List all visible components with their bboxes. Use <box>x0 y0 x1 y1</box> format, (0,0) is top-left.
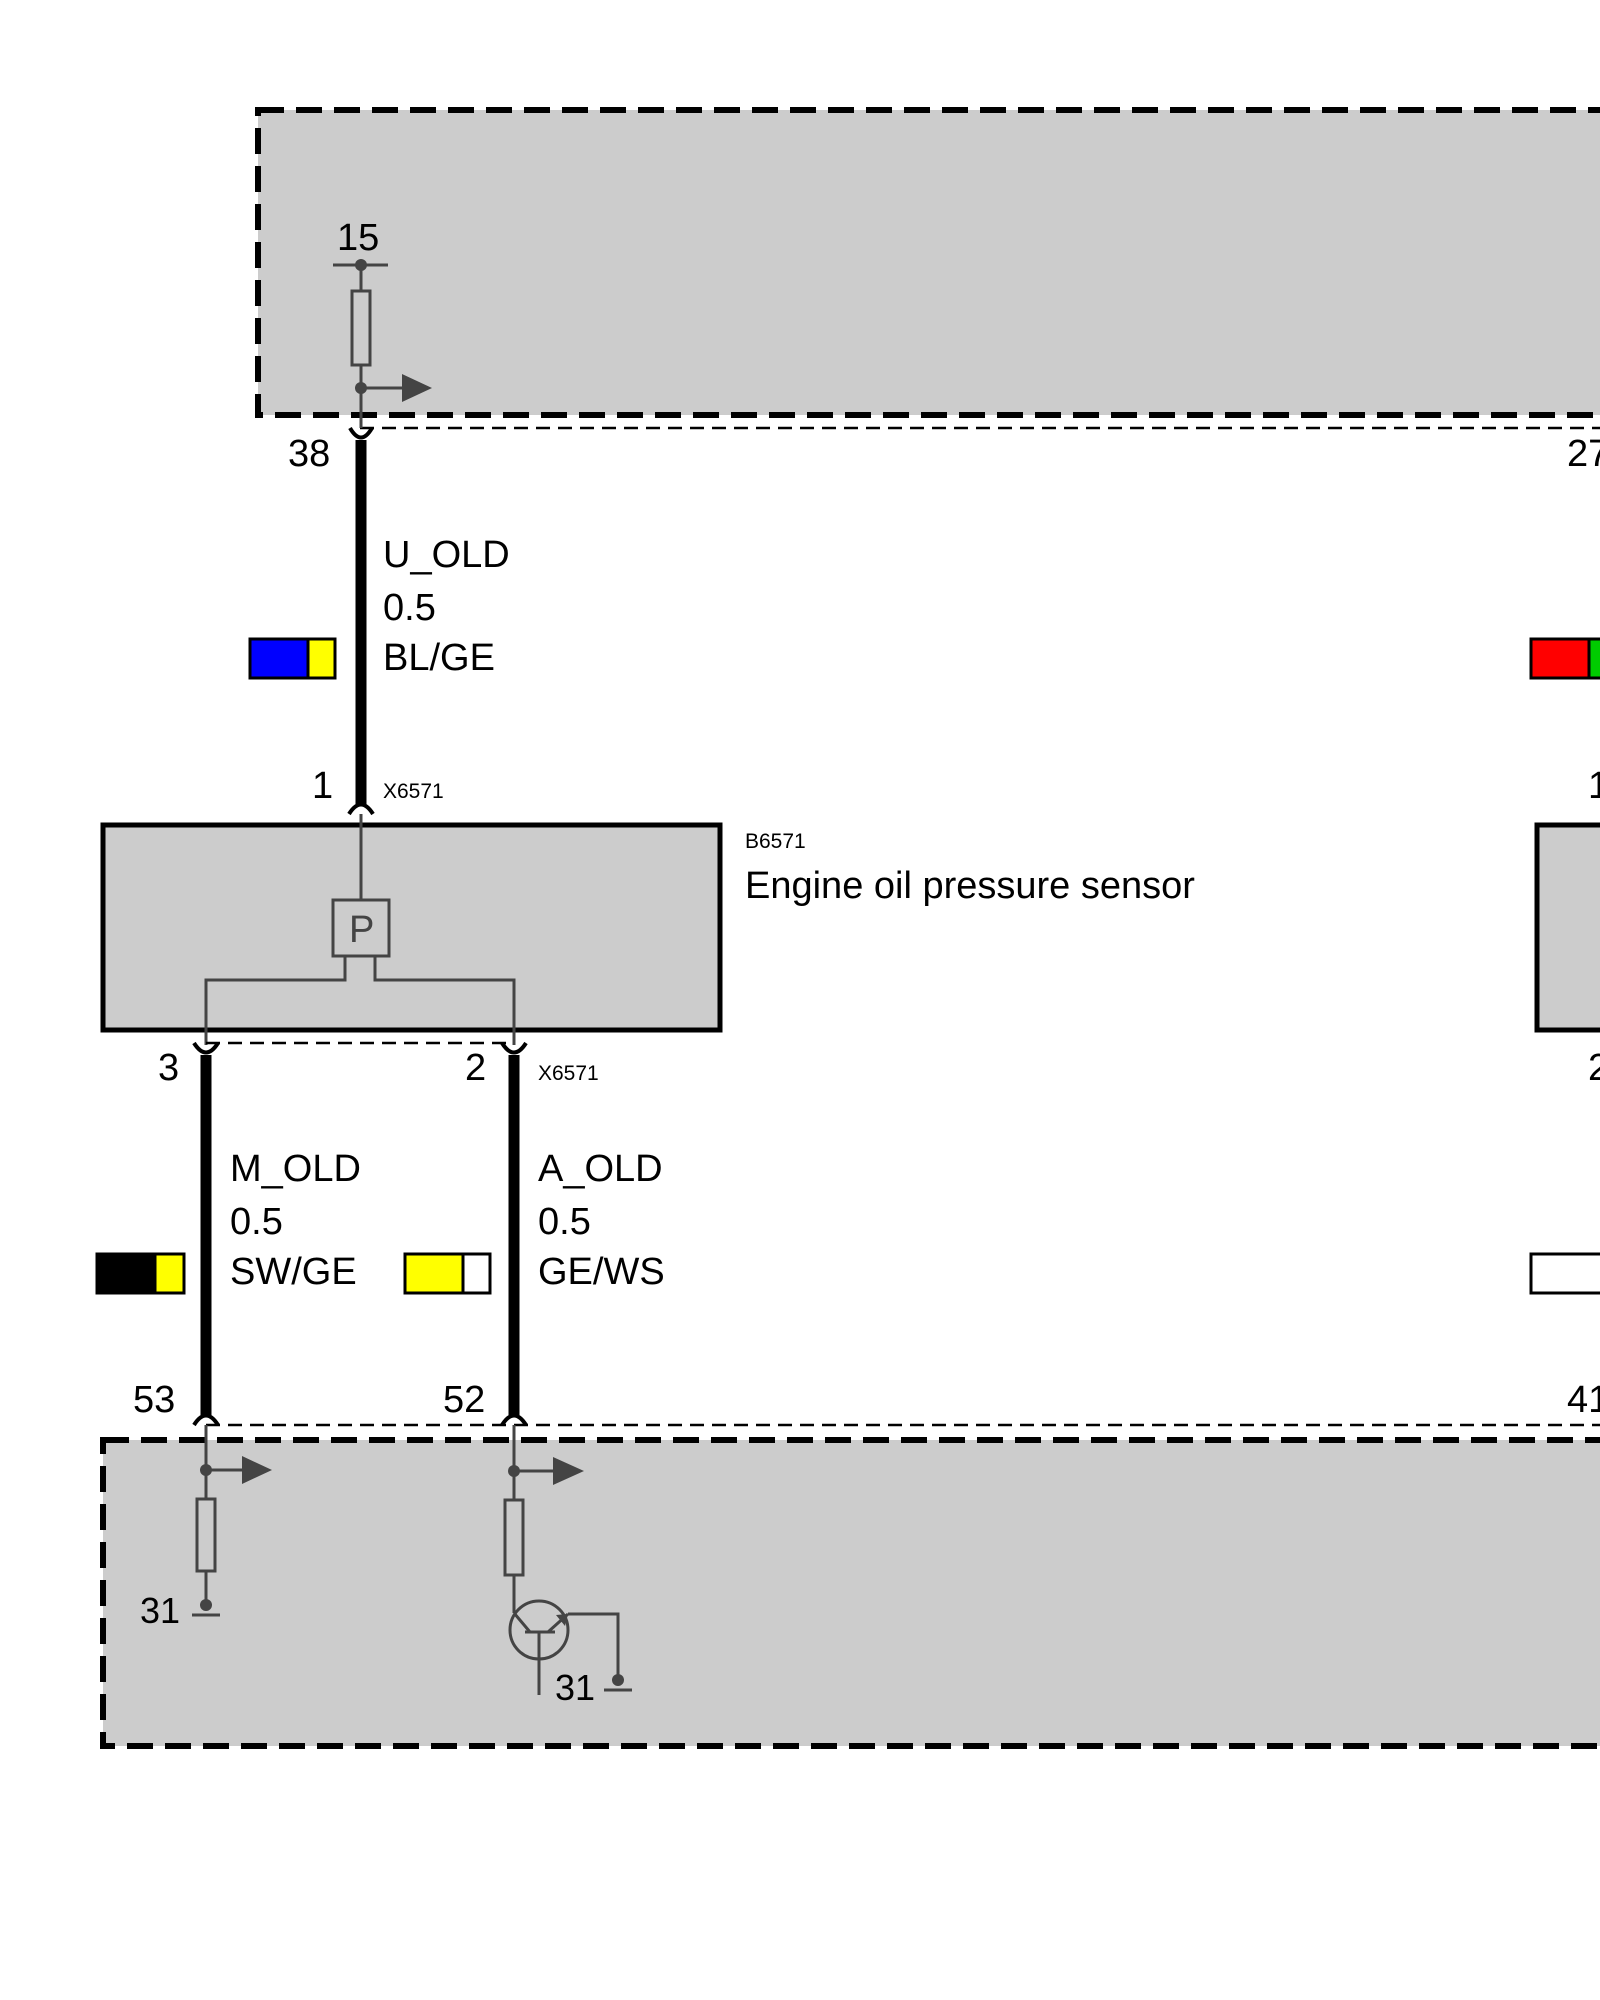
pin-52-socket <box>500 1413 528 1427</box>
swatch-yellow <box>403 1252 465 1295</box>
sensor-pin-2-label: 2 <box>465 1047 486 1089</box>
connector-label-bottom: X6571 <box>538 1062 599 1085</box>
transistor-icon <box>508 1599 570 1695</box>
ground-node <box>612 1674 624 1686</box>
transistor-collector <box>512 1612 532 1633</box>
wire-m-old-color-code: SW/GE <box>230 1251 357 1293</box>
adjacent-pin-1-label: 1 <box>1588 765 1600 807</box>
pin-27-label: 27 <box>1567 433 1600 475</box>
sensor-name: Engine oil pressure sensor <box>745 865 1195 907</box>
wire-a-old-color-swatch <box>403 1252 492 1295</box>
pin-41-label: 41 <box>1567 1379 1600 1421</box>
arrow-head-icon <box>553 1457 584 1485</box>
pin-38-label: 38 <box>288 433 330 475</box>
arrow-head-icon <box>402 374 432 402</box>
wire-m-old-signal: M_OLD <box>230 1148 361 1190</box>
wire-a-old-gauge: 0.5 <box>538 1201 591 1243</box>
connector-label-top: X6571 <box>383 780 444 803</box>
oil-pressure-sensor: 1 X6571 B6571 Engine oil pressure sensor… <box>100 765 1195 1089</box>
pressure-element: P <box>204 814 516 1045</box>
swatch-green <box>1587 637 1600 680</box>
emitter-arrow <box>556 1614 568 1626</box>
ground-31-label-left: 31 <box>140 1590 180 1631</box>
emitter-to-ground <box>568 1612 620 1680</box>
swatch-red <box>1529 637 1591 680</box>
internal-wire-left <box>204 956 347 1045</box>
wire-u-old-gauge: 0.5 <box>383 587 436 629</box>
pin-2-socket <box>500 1041 528 1055</box>
wire-u-old-color-code: BL/GE <box>383 637 495 679</box>
bottom-module: 53 52 41 31 <box>100 1379 1600 1749</box>
adjacent-component: 2 <box>1534 822 1600 1089</box>
top-module: 15 38 27 <box>255 107 1600 475</box>
adjacent-pin-2-label: 2 <box>1588 1047 1600 1089</box>
swatch-white-partial <box>1529 1252 1600 1295</box>
bottom-module-box <box>100 1437 1600 1749</box>
wire-m-old-color-swatch <box>95 1252 186 1295</box>
wire-right-partial: 1 <box>1529 637 1600 807</box>
top-module-box <box>255 107 1600 418</box>
wire-a-old: A_OLD 0.5 GE/WS <box>403 1041 665 1427</box>
wire-m-old: M_OLD 0.5 SW/GE <box>95 1041 361 1427</box>
wire-a-old-signal: A_OLD <box>538 1148 663 1190</box>
pin-53-label: 53 <box>133 1379 175 1421</box>
swatch-blue <box>248 637 310 680</box>
top-module-supply-circuit: 15 <box>333 217 432 428</box>
swatch-white <box>461 1252 492 1295</box>
sensor-pin-1-label: 1 <box>312 765 333 807</box>
wire-m-old-gauge: 0.5 <box>230 1201 283 1243</box>
internal-wire-right <box>373 956 516 1045</box>
ground-node <box>200 1599 212 1611</box>
ground-31-label-right: 31 <box>555 1667 595 1708</box>
arrow-head-icon <box>242 1456 272 1484</box>
wire-u-old-color-swatch <box>248 637 337 680</box>
wire-u-old: U_OLD 0.5 BL/GE <box>248 426 510 816</box>
pin-38-socket <box>348 426 374 440</box>
wire-a-old-color-code: GE/WS <box>538 1251 665 1293</box>
pressure-element-box <box>331 898 391 958</box>
sensor-id: B6571 <box>745 830 806 853</box>
pin-3-socket <box>192 1041 220 1055</box>
pin-52-label: 52 <box>443 1379 485 1421</box>
input-circuit-m-old: 31 <box>140 1425 272 1631</box>
pin-53-socket <box>192 1413 220 1427</box>
sensor-body <box>100 822 723 1033</box>
terminal-15-label: 15 <box>337 217 379 259</box>
swatch-yellow <box>306 637 337 680</box>
pressure-symbol: P <box>349 909 374 951</box>
adjacent-component-body <box>1534 822 1600 1033</box>
swatch-yellow <box>153 1252 186 1295</box>
sensor-pin-3-label: 3 <box>158 1047 179 1089</box>
swatch-black <box>95 1252 157 1295</box>
wire-u-old-signal: U_OLD <box>383 534 510 576</box>
input-circuit-a-old: 31 <box>503 1425 632 1708</box>
pin-1-socket <box>347 802 375 816</box>
